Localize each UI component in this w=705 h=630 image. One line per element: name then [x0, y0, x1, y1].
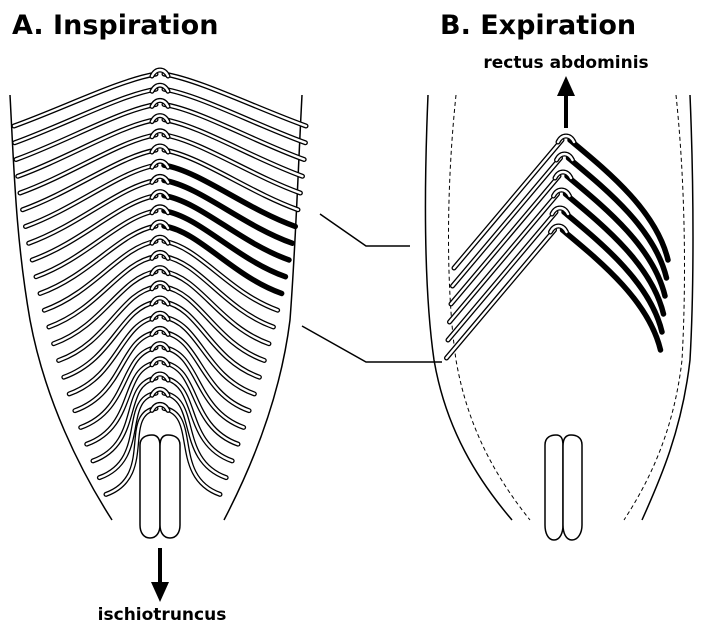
- panel-a-vertebra: [152, 404, 168, 410]
- panel-a-vertebra: [152, 100, 168, 106]
- panel-a-title: A. Inspiration: [12, 10, 218, 41]
- panel-a-vertebra: [152, 131, 168, 137]
- panel-b-segments-left: [447, 140, 563, 358]
- panel-b-vertebra: [552, 208, 568, 214]
- panel-b-rectus-abdominis-arrow: [557, 76, 575, 128]
- panel-b-body-outline-left: [426, 95, 512, 520]
- panel-b-vertebra: [551, 226, 567, 232]
- panel-a-vertebra: [152, 116, 168, 122]
- panel-a-vertebra: [152, 283, 168, 289]
- panel-a-left-myoseptum: [36, 211, 156, 277]
- panel-connectors: [302, 214, 442, 362]
- panel-a-vertebra: [152, 85, 168, 91]
- panel-a-vertebra: [152, 359, 168, 365]
- panel-a-vertebra: [152, 70, 168, 76]
- panel-b-vertebra: [554, 190, 570, 196]
- panel-a-vertebra: [152, 313, 168, 319]
- panel-a-vertebra: [152, 328, 168, 334]
- panel-a-vertebra: [152, 389, 168, 395]
- panel-a-ischiotruncus-arrow: [151, 548, 169, 602]
- panel-b-cloaca: [545, 435, 582, 540]
- panel-a-vertebra: [152, 222, 168, 228]
- panel-a-vertebra: [152, 298, 168, 304]
- panel-a-segments-left: [14, 74, 156, 494]
- panel-a-vertebra: [152, 161, 168, 167]
- panel-a-vertebra: [152, 374, 168, 380]
- panel-a-vertebra: [152, 252, 168, 258]
- panel-b-body-outline-right: [642, 95, 693, 520]
- panel-a-vertebra: [152, 192, 168, 198]
- panel-b-title: B. Expiration: [440, 10, 636, 41]
- panel-a-right-myoseptum: [164, 211, 285, 277]
- panel-b-segments-right: [563, 140, 669, 350]
- connector-upper: [320, 214, 410, 246]
- panel-a-segments-right: [164, 74, 306, 494]
- panel-a-right-myoseptum: [164, 74, 306, 126]
- panel-a-left-myoseptum: [40, 226, 156, 293]
- panel-a-vertebra: [152, 146, 168, 152]
- panel-a-vertebral-column: [152, 70, 168, 410]
- panel-a-cloaca: [140, 435, 180, 538]
- panel-a-vertebra: [152, 344, 168, 350]
- panel-a-inspiration: ischiotruncus: [10, 70, 306, 625]
- ischiotruncus-label: ischiotruncus: [98, 605, 227, 625]
- panel-a-vertebra: [152, 207, 168, 213]
- panel-b-vertebra: [555, 172, 571, 178]
- panel-a-vertebra: [152, 237, 168, 243]
- panel-a-right-myoseptum: [164, 226, 282, 293]
- panel-b-expiration: rectus abdominis: [426, 53, 693, 540]
- panel-b-vertebra: [558, 136, 574, 142]
- panel-a-left-myoseptum: [14, 74, 156, 126]
- rectus-abdominis-label: rectus abdominis: [483, 53, 648, 73]
- connector-lower: [302, 326, 442, 362]
- panel-b-vertebra: [557, 154, 573, 160]
- panel-a-vertebra: [152, 176, 168, 182]
- panel-a-vertebra: [152, 268, 168, 274]
